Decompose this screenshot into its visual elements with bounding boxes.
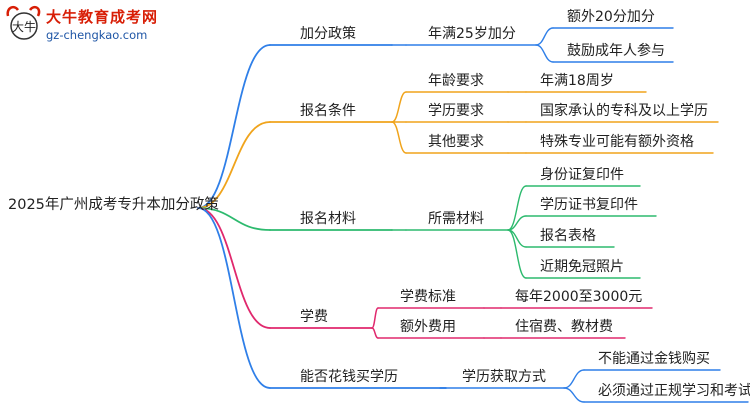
branch-connector (197, 207, 271, 329)
leaf-connector (563, 369, 585, 389)
leaf-label: 额外20分加分 (567, 9, 655, 25)
branch-connector (197, 44, 271, 209)
leaf-label: 每年2000至3000元 (515, 289, 643, 305)
branch-connector (197, 207, 271, 231)
leaf-label: 必须通过正规学习和考试 (598, 383, 750, 399)
leaf-label: 不能通过金钱购买 (598, 351, 710, 367)
leaf-label: 报名表格 (540, 228, 596, 244)
subtopic-label: 年龄要求 (428, 73, 484, 89)
logo-title: 大牛教育成考网 (46, 8, 159, 26)
leaf-label: 年满18周岁 (540, 73, 614, 89)
leaf-connector (535, 27, 554, 46)
branch-label: 报名条件 (300, 103, 356, 119)
subtopic-connector (391, 91, 407, 123)
branch-label: 加分政策 (300, 26, 356, 42)
branch-label: 能否花钱买学历 (300, 369, 398, 385)
leaf-label: 住宿费、教材费 (515, 319, 613, 335)
site-logo: 大牛 大牛教育成考网 gz-chengkao.com (2, 2, 172, 54)
branch-label: 学费 (300, 309, 328, 325)
leaf-label: 身份证复印件 (540, 167, 624, 183)
leaf-connector (563, 387, 585, 403)
subtopic-connector (371, 327, 379, 339)
logo-url: gz-chengkao.com (46, 28, 148, 42)
branch-connector (197, 207, 271, 389)
leaf-label: 学历证书复印件 (540, 197, 638, 213)
subtopic-label: 所需材料 (428, 211, 484, 227)
leaf-connector (535, 44, 554, 63)
leaf-label: 鼓励成年人参与 (567, 43, 665, 59)
leaf-connector (507, 229, 527, 279)
leaf-label: 国家承认的专科及以上学历 (540, 103, 708, 119)
subtopic-label: 学费标准 (400, 289, 456, 305)
leaf-connector (507, 185, 527, 231)
branch-label: 报名材料 (300, 211, 356, 227)
subtopic-label: 学历要求 (428, 103, 484, 119)
subtopic-label: 额外费用 (400, 319, 456, 335)
root-topic: 2025年广州成考专升本加分政策 (8, 197, 219, 213)
subtopic-connector (371, 307, 379, 329)
subtopic-connector (391, 121, 407, 154)
logo-mark-text: 大牛 (12, 19, 36, 34)
bull-logo-icon: 大牛 (6, 5, 41, 40)
leaf-label: 近期免冠照片 (540, 259, 624, 275)
branch-connector (197, 121, 271, 209)
leaf-label: 特殊专业可能有额外资格 (540, 134, 694, 150)
subtopic-label: 其他要求 (428, 134, 484, 150)
subtopic-label: 年满25岁加分 (428, 26, 516, 42)
subtopic-label: 学历获取方式 (462, 369, 546, 385)
